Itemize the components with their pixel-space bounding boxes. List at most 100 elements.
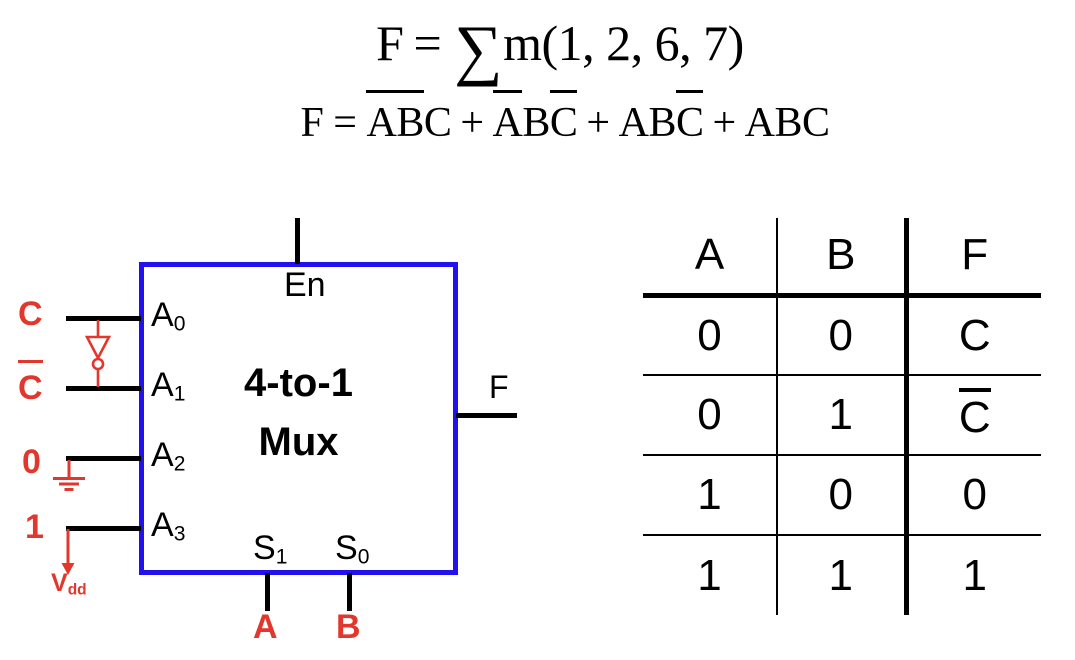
- minterm-list: m(1, 2, 6, 7): [503, 15, 744, 71]
- barred-literal: C: [958, 387, 991, 440]
- literal: 0: [962, 470, 987, 519]
- literal: 1: [697, 550, 722, 600]
- table-cell: 0: [906, 455, 1041, 535]
- literal: 1: [962, 550, 987, 600]
- literal: A: [744, 100, 775, 146]
- table-row: 0 1 C: [643, 375, 1041, 455]
- vdd-name: V: [51, 569, 68, 597]
- literal: 1: [697, 470, 722, 519]
- pin-label-a1: A1: [151, 366, 185, 407]
- input-wire-a2: [66, 456, 141, 461]
- pin-name: S: [253, 529, 276, 567]
- table-cell: 0: [777, 295, 909, 375]
- table-cell: 1: [643, 455, 778, 535]
- pin-subscript: 3: [173, 522, 186, 546]
- equals-sign: =: [333, 100, 357, 146]
- pin-label-s1: S1: [253, 529, 287, 570]
- literal: C: [958, 310, 991, 360]
- barred-literal: C: [675, 90, 704, 144]
- pin-subscript: 0: [357, 545, 370, 569]
- sop-terms: ABC+ABC+ABC+ABC: [366, 90, 830, 146]
- signal-label-select-a: A: [253, 608, 278, 646]
- vdd-arrow-icon: [61, 529, 75, 575]
- ground-icon: [53, 460, 85, 491]
- vdd-label: Vdd: [51, 571, 87, 598]
- mux-title: 4-to-1 Mux: [139, 354, 458, 472]
- literal: 0: [697, 310, 722, 360]
- table-cell: 0: [643, 375, 778, 455]
- table-cell: C: [906, 375, 1041, 455]
- input-wire-a1: [66, 386, 141, 391]
- truth-table-header: B: [777, 218, 909, 295]
- product-term: ABC: [492, 90, 578, 146]
- table-cell: 0: [643, 295, 778, 375]
- signal-label-c-bar: C: [18, 360, 43, 405]
- mux-body-box: [139, 262, 458, 575]
- literal: B: [522, 100, 550, 146]
- literal: 1: [828, 550, 853, 600]
- inverter-icon: [84, 320, 112, 387]
- pin-subscript: 1: [275, 545, 288, 569]
- select-wire-s0: [347, 573, 352, 611]
- literal: 0: [828, 470, 853, 519]
- sigma-symbol: ∑: [454, 11, 503, 87]
- plus-operator: +: [460, 100, 484, 146]
- plus-operator: +: [712, 100, 736, 146]
- table-cell: 0: [777, 455, 909, 535]
- pin-label-a2: A2: [151, 436, 185, 477]
- barred-literal: B: [396, 90, 424, 144]
- pin-label-output-f: F: [489, 369, 509, 405]
- pin-name: A: [151, 506, 174, 544]
- table-row: 1 1 1: [643, 535, 1041, 615]
- equals-sign: =: [413, 15, 442, 71]
- pin-name: A: [151, 436, 174, 474]
- literal: 1: [828, 390, 853, 439]
- truth-table-header: F: [961, 230, 989, 280]
- pin-subscript: 2: [173, 452, 186, 476]
- enable-wire: [295, 218, 300, 264]
- table-cell: 1: [906, 535, 1041, 615]
- equation-minterm: F=∑m(1, 2, 6, 7): [250, 8, 870, 83]
- input-wire-a0: [66, 316, 141, 321]
- literal: A: [618, 100, 649, 146]
- literal: B: [648, 100, 676, 146]
- select-wire-s1: [265, 573, 270, 611]
- signal-label-logic1: 1: [25, 508, 44, 546]
- vdd-subscript: dd: [67, 581, 87, 599]
- barred-literal: A: [366, 90, 397, 144]
- signal-label-logic0: 0: [22, 443, 41, 481]
- equation-lhs: F: [376, 15, 404, 71]
- table-cell: 1: [643, 535, 778, 615]
- pin-label-s0: S0: [335, 529, 369, 570]
- literal: C: [802, 100, 830, 146]
- table-cell: 1: [777, 535, 909, 615]
- plus-operator: +: [586, 100, 610, 146]
- equation-lhs: F: [300, 100, 324, 146]
- literal: B: [774, 100, 803, 146]
- truth-table-header: A: [643, 218, 778, 295]
- signal-label-c: C: [18, 295, 43, 333]
- table-cell: C: [906, 295, 1041, 375]
- literal: 0: [828, 310, 853, 360]
- pin-name: A: [151, 366, 174, 404]
- pin-subscript: 1: [173, 382, 186, 406]
- product-term: ABC: [745, 100, 830, 146]
- mux-title-line2: Mux: [258, 420, 339, 464]
- table-cell: 1: [777, 375, 909, 455]
- pin-name: S: [335, 529, 358, 567]
- barred-literal: A: [492, 90, 523, 144]
- pin-label-a0: A0: [151, 296, 185, 337]
- pin-label-enable: En: [284, 266, 326, 304]
- literal: C: [423, 100, 452, 146]
- table-row: 0 0 C: [643, 295, 1041, 375]
- table-row: 1 0 0: [643, 455, 1041, 535]
- pin-subscript: 0: [173, 312, 186, 336]
- product-term: ABC: [618, 90, 704, 146]
- input-wire-a3: [66, 526, 141, 531]
- mux-title-line1: 4-to-1: [244, 361, 353, 405]
- literal: 0: [697, 390, 722, 439]
